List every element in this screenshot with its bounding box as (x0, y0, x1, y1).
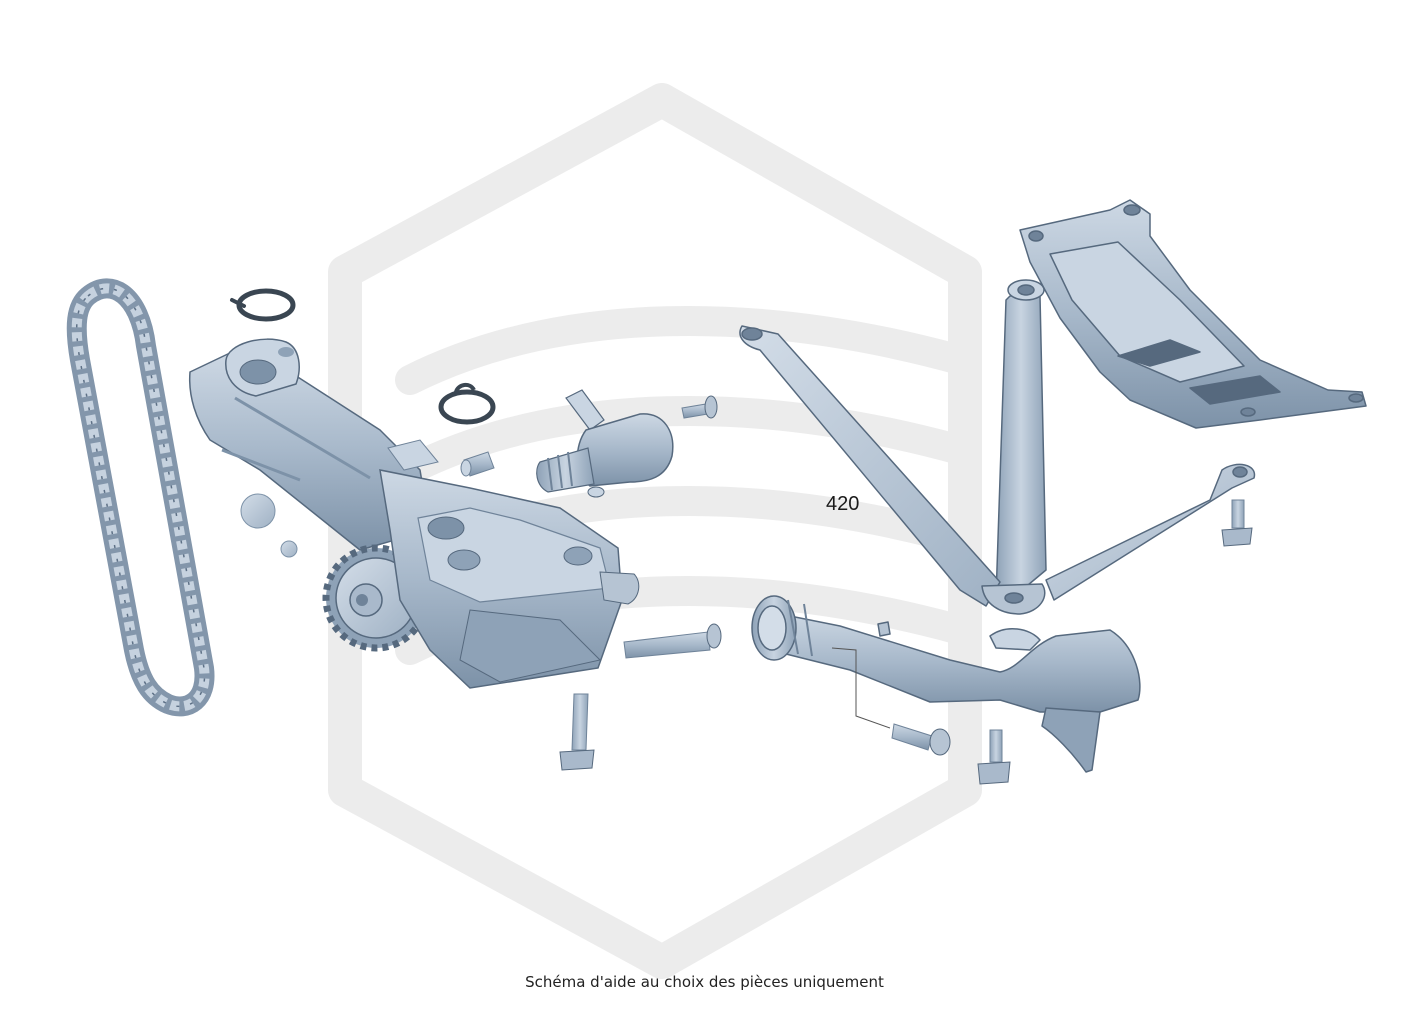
ball-plug-small[interactable] (280, 540, 298, 558)
bolt[interactable] (681, 395, 718, 419)
bolt[interactable] (977, 729, 1011, 785)
callout-label: 420 (826, 493, 859, 515)
bolt[interactable] (891, 723, 951, 756)
diagram-caption: Schéma d'aide au choix des pièces unique… (525, 973, 884, 991)
solenoid-valve[interactable] (536, 389, 674, 498)
o-ring-large[interactable] (230, 288, 296, 322)
o-ring-small[interactable] (438, 383, 496, 425)
support-bracket[interactable] (739, 279, 1256, 615)
oil-pump-assembly[interactable] (188, 338, 640, 689)
leader-line (831, 647, 891, 729)
ball-plug-large[interactable] (240, 493, 276, 529)
oil-pickup-tube[interactable] (751, 595, 1141, 773)
dowel-sleeve[interactable] (460, 451, 495, 477)
bolt[interactable] (559, 693, 595, 771)
bolt[interactable] (1221, 499, 1253, 547)
bolt[interactable] (623, 623, 722, 659)
oil-baffle-plate[interactable] (1019, 199, 1367, 429)
timing-chain[interactable] (66, 278, 215, 717)
